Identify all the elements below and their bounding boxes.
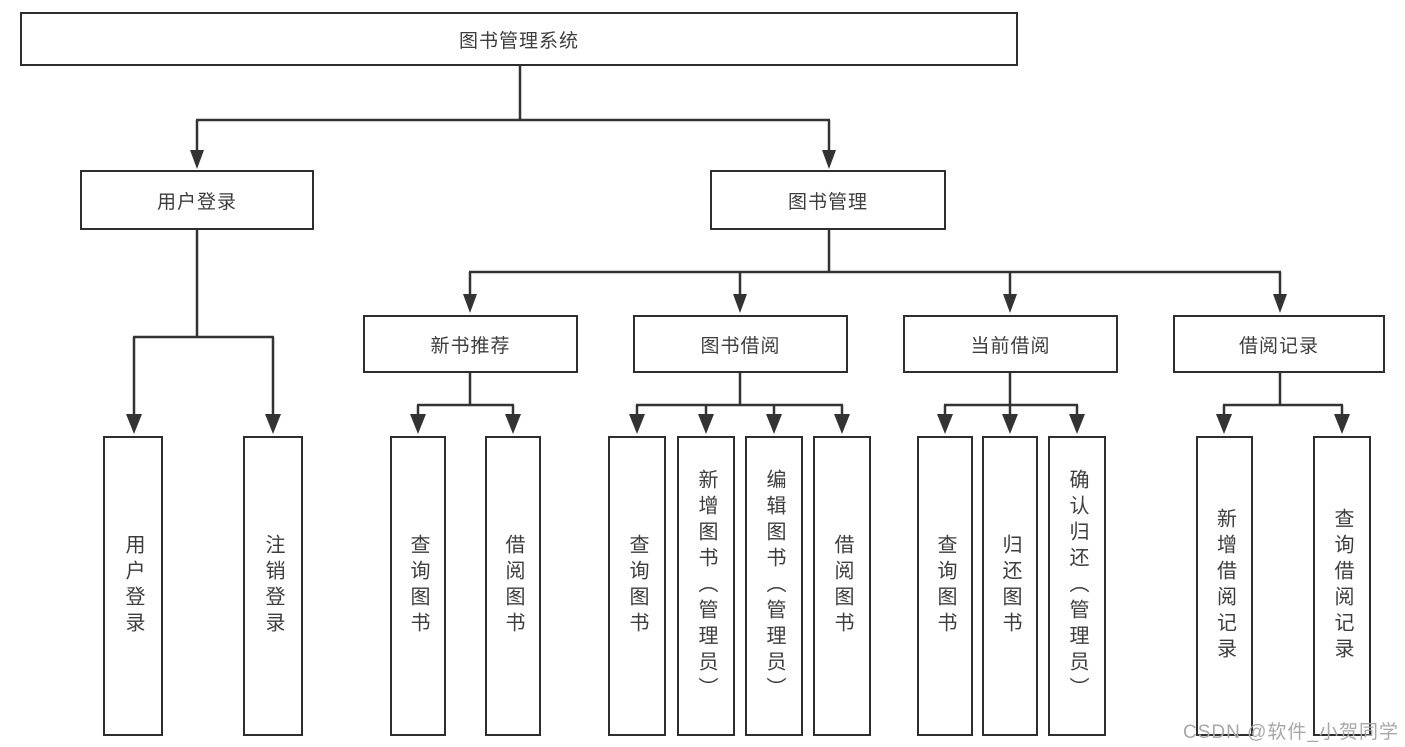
node-book-management: 图书管理	[710, 170, 946, 230]
node-user-login: 用户登录	[80, 170, 314, 230]
connector-borrow-records-children	[1216, 373, 1350, 434]
connector-new-book-children	[410, 373, 521, 434]
node-new-book-recommend: 新书推荐	[363, 315, 578, 373]
csdn-watermark: CSDN @软件_小贺同学	[1183, 722, 1399, 743]
connector-root-to-level2	[190, 65, 836, 169]
connector-book-borrow-children	[629, 373, 850, 434]
leaf-user-login: 用户登录	[103, 436, 163, 736]
leaf-query-books-borrow: 查询图书	[608, 436, 666, 736]
leaf-edit-book-admin: 编辑图书（管理员）	[745, 436, 803, 736]
leaf-query-borrow-record: 查询借阅记录	[1313, 436, 1371, 736]
leaf-query-books-recommend: 查询图书	[390, 436, 446, 736]
leaf-return-books: 归还图书	[982, 436, 1038, 736]
leaf-borrow-books: 借阅图书	[813, 436, 871, 736]
leaf-logout: 注销登录	[243, 436, 303, 736]
connector-book-management-children	[463, 230, 1287, 313]
node-current-borrow: 当前借阅	[903, 315, 1118, 373]
leaf-add-book-admin: 新增图书（管理员）	[677, 436, 735, 736]
node-root-system: 图书管理系统	[20, 12, 1018, 66]
leaf-confirm-return-admin: 确认归还（管理员）	[1048, 436, 1106, 736]
leaf-borrow-books-recommend: 借阅图书	[485, 436, 541, 736]
node-book-borrow: 图书借阅	[633, 315, 848, 373]
connector-user-login-children	[126, 230, 281, 434]
leaf-add-borrow-record: 新增借阅记录	[1196, 436, 1253, 736]
node-borrow-records: 借阅记录	[1173, 315, 1385, 373]
leaf-query-books-current: 查询图书	[917, 436, 973, 736]
connector-current-borrow-children	[937, 373, 1085, 434]
